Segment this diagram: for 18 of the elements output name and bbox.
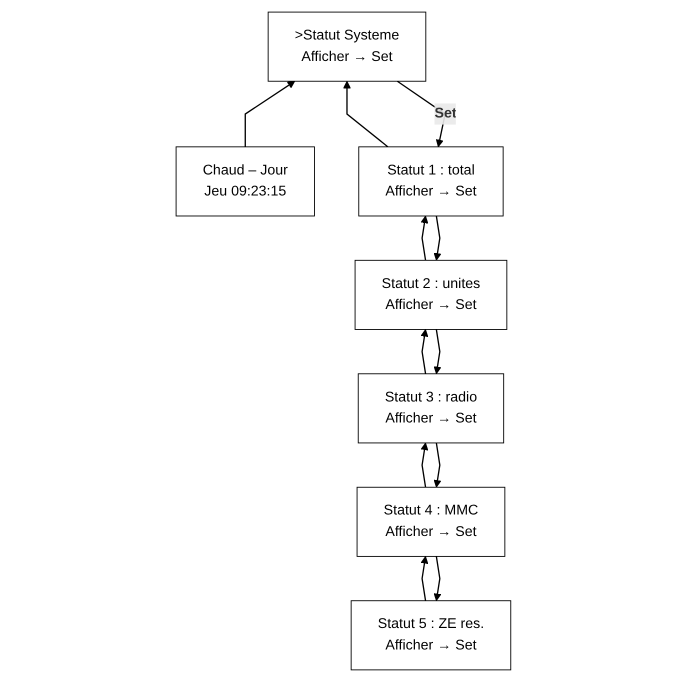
node-box: Statut 5 : ZE res. Afficher → Set: [350, 600, 511, 670]
node-box: >Statut Systeme Afficher → Set: [267, 12, 426, 82]
arrow: [396, 80, 446, 148]
arrow: [420, 216, 428, 260]
arrow: [433, 216, 441, 261]
node-box: Statut 1 : total Afficher → Set: [358, 146, 504, 216]
arrow: [342, 80, 388, 148]
arrow: [433, 329, 441, 374]
arrow: [420, 329, 428, 374]
node-box: Statut 2 : unites Afficher → Set: [354, 260, 507, 330]
node-box: Chaud – Jour Jeu 09:23:15: [175, 146, 314, 216]
node-box: Statut 4 : MMC Afficher → Set: [356, 486, 505, 557]
arrow: [433, 556, 441, 602]
arrow: [433, 442, 441, 488]
arrow: [420, 442, 428, 488]
arrow: [420, 556, 428, 601]
node-box: Statut 3 : radio Afficher → Set: [357, 373, 504, 444]
arrow: [244, 80, 295, 147]
